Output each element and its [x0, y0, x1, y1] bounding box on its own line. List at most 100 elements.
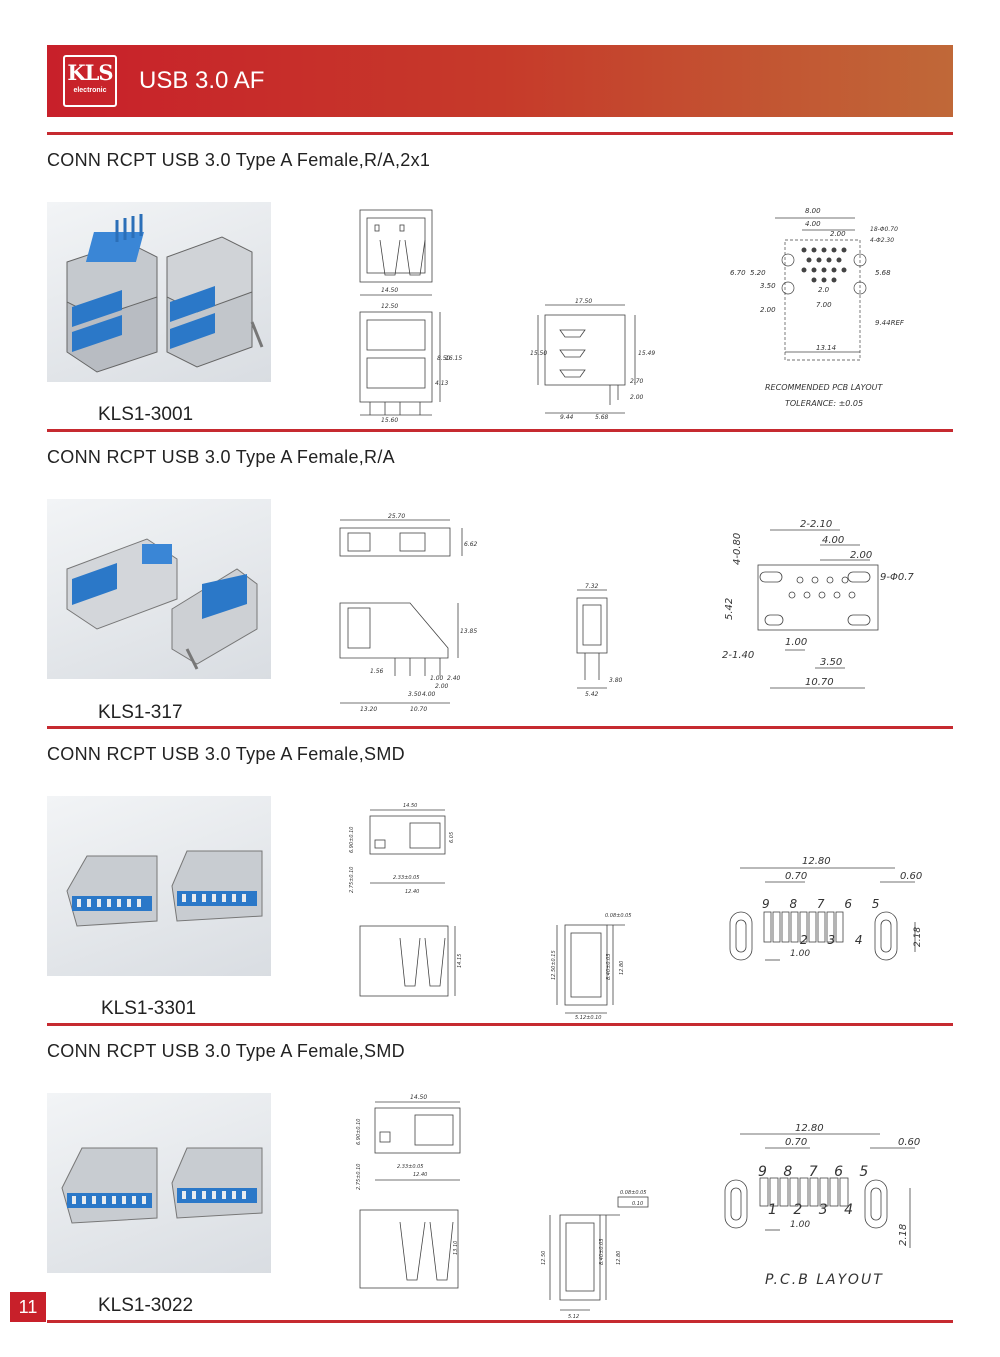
- svg-text:9 8 7 6 5: 9 8 7 6 5: [758, 1164, 874, 1180]
- svg-text:16.15: 16.15: [445, 355, 462, 362]
- svg-text:17.50: 17.50: [575, 298, 592, 305]
- svg-text:8.40±0.03: 8.40±0.03: [606, 954, 612, 980]
- svg-text:2.00: 2.00: [830, 230, 846, 238]
- svg-text:14.50: 14.50: [381, 287, 398, 294]
- svg-text:6.05: 6.05: [449, 832, 455, 843]
- svg-text:8.00: 8.00: [805, 207, 821, 215]
- svg-text:12.50: 12.50: [381, 303, 398, 310]
- technical-drawing: 0.08±0.05 0.10 12.50 8.40±0.03 12.80 5.1…: [541, 1190, 649, 1320]
- svg-text:5.42: 5.42: [585, 691, 599, 698]
- part-number: KLS1-3022: [98, 1295, 194, 1316]
- svg-text:18-Φ0.70: 18-Φ0.70: [870, 226, 898, 233]
- svg-text:13.10: 13.10: [453, 1241, 459, 1255]
- svg-text:0.60: 0.60: [900, 871, 922, 882]
- technical-drawing: 14.50 12.50 8.50 16.15 4.13 15.60: [359, 209, 462, 424]
- svg-text:2.75±0.10: 2.75±0.10: [349, 867, 355, 893]
- svg-text:9 8 7 6 5: 9 8 7 6 5: [762, 897, 887, 911]
- product-photo: [47, 202, 271, 382]
- svg-text:9-Φ0.7: 9-Φ0.7: [880, 572, 914, 583]
- svg-text:14.50: 14.50: [410, 1094, 427, 1101]
- svg-text:1.00: 1.00: [430, 675, 444, 682]
- divider: [47, 726, 953, 729]
- svg-text:4.13: 4.13: [435, 380, 449, 387]
- svg-text:12.80: 12.80: [616, 1251, 622, 1265]
- svg-text:13.14: 13.14: [816, 344, 836, 352]
- svg-text:4.00: 4.00: [805, 220, 821, 228]
- svg-text:3.80: 3.80: [609, 677, 623, 684]
- svg-text:2-2.10: 2-2.10: [800, 519, 832, 530]
- divider: [47, 429, 953, 432]
- svg-text:2.00: 2.00: [760, 306, 776, 314]
- svg-text:0.08±0.05: 0.08±0.05: [605, 913, 631, 919]
- technical-drawing: 0.08±0.05 12.50±0.15 8.40±0.03 12.80 5.1…: [551, 913, 631, 1021]
- pcb-note: RECOMMENDED PCB LAYOUT: [765, 383, 884, 392]
- svg-text:0.60: 0.60: [898, 1137, 920, 1148]
- logo-subtext: electronic: [73, 87, 107, 94]
- header-banner: KLS electronic USB 3.0 AF: [47, 45, 953, 117]
- svg-text:15.60: 15.60: [381, 417, 398, 424]
- svg-text:6.90±0.10: 6.90±0.10: [349, 827, 355, 853]
- technical-drawing: 7.32 3.80 5.42: [576, 583, 623, 698]
- pcb-layout-drawing: 2-2.10 4.00 2.00 4-0.80 9-Φ0.7 5.42 1.00…: [722, 519, 914, 689]
- pcb-note: TOLERANCE: ±0.05: [785, 399, 863, 408]
- svg-text:2.00: 2.00: [435, 683, 449, 690]
- svg-text:1.00: 1.00: [790, 1220, 810, 1230]
- kls-logo: KLS electronic: [63, 55, 117, 107]
- svg-text:2.18: 2.18: [913, 927, 923, 947]
- svg-text:2.00: 2.00: [630, 394, 644, 401]
- svg-text:12.80: 12.80: [795, 1123, 824, 1134]
- pcb-layout-drawing: 8.00 4.00 2.00 18-Φ0.70 4-Φ2.30 6.70 5.2…: [730, 207, 905, 408]
- svg-text:4-Φ2.30: 4-Φ2.30: [870, 237, 894, 244]
- logo-text: KLS: [67, 60, 113, 85]
- svg-text:1 2 3 4: 1 2 3 4: [768, 1202, 859, 1218]
- section-title: CONN RCPT USB 3.0 Type A Female,SMD: [47, 1041, 405, 1061]
- svg-text:2.18: 2.18: [898, 1224, 909, 1246]
- technical-drawing: 14.50 6.90±0.10 6.05 2.75±0.10 2.33±0.05…: [349, 803, 463, 997]
- svg-text:5.68: 5.68: [875, 269, 891, 277]
- pcb-layout-drawing: 12.80 0.70 0.60 9 8 7 6 5 1 2 3 4 1.00 2…: [724, 1123, 920, 1288]
- svg-text:15.50: 15.50: [530, 350, 547, 357]
- svg-text:1.56: 1.56: [370, 668, 384, 675]
- svg-text:0.70: 0.70: [785, 1137, 807, 1148]
- svg-text:0.70: 0.70: [785, 871, 807, 882]
- svg-text:3.50: 3.50: [820, 657, 842, 668]
- svg-text:25.70: 25.70: [388, 513, 405, 520]
- product-photo: [47, 499, 271, 679]
- svg-text:10.70: 10.70: [805, 677, 834, 688]
- svg-text:9.44: 9.44: [560, 414, 574, 421]
- part-number: KLS1-317: [98, 702, 183, 723]
- svg-text:5.42: 5.42: [724, 598, 735, 620]
- technical-drawing: 17.50 15.50 15.49 2.70 2.00 9.44 5.68: [530, 298, 655, 421]
- svg-text:2.00: 2.00: [850, 550, 872, 561]
- svg-text:3.50: 3.50: [760, 282, 776, 290]
- svg-text:0.10: 0.10: [632, 1201, 643, 1207]
- svg-text:12.50±0.15: 12.50±0.15: [551, 950, 557, 980]
- svg-text:12.80: 12.80: [619, 961, 625, 975]
- svg-text:4.00: 4.00: [822, 535, 844, 546]
- svg-text:2.40: 2.40: [447, 675, 461, 682]
- part-number: KLS1-3301: [101, 998, 197, 1019]
- svg-text:7.32: 7.32: [585, 583, 599, 590]
- svg-text:14.15: 14.15: [457, 954, 463, 968]
- svg-text:9.44REF: 9.44REF: [875, 319, 905, 327]
- divider: [47, 1023, 953, 1026]
- svg-text:6.90±0.10: 6.90±0.10: [356, 1119, 362, 1145]
- svg-text:12.40: 12.40: [413, 1172, 427, 1178]
- product-photo: [47, 796, 271, 976]
- svg-text:2.0: 2.0: [818, 286, 830, 294]
- svg-text:6.70: 6.70: [730, 269, 746, 277]
- product-photo: [47, 1093, 271, 1273]
- svg-text:1.00: 1.00: [790, 949, 810, 959]
- svg-text:2.75±0.10: 2.75±0.10: [356, 1164, 362, 1190]
- svg-text:13.85: 13.85: [460, 628, 477, 635]
- svg-text:2.33±0.05: 2.33±0.05: [393, 875, 419, 881]
- svg-text:12.80: 12.80: [802, 856, 831, 867]
- technical-drawing: 25.70 6.62 13.85 1.56 1.00 2.00 3.50 4.0…: [339, 513, 478, 713]
- svg-text:2 3 4: 2 3 4: [800, 933, 871, 947]
- svg-text:5.68: 5.68: [595, 414, 609, 421]
- part-number: KLS1-3001: [98, 404, 194, 425]
- svg-text:6.62: 6.62: [464, 541, 478, 548]
- svg-text:10.70: 10.70: [410, 706, 427, 713]
- svg-text:14.50: 14.50: [403, 803, 417, 809]
- svg-text:1.00: 1.00: [785, 637, 807, 648]
